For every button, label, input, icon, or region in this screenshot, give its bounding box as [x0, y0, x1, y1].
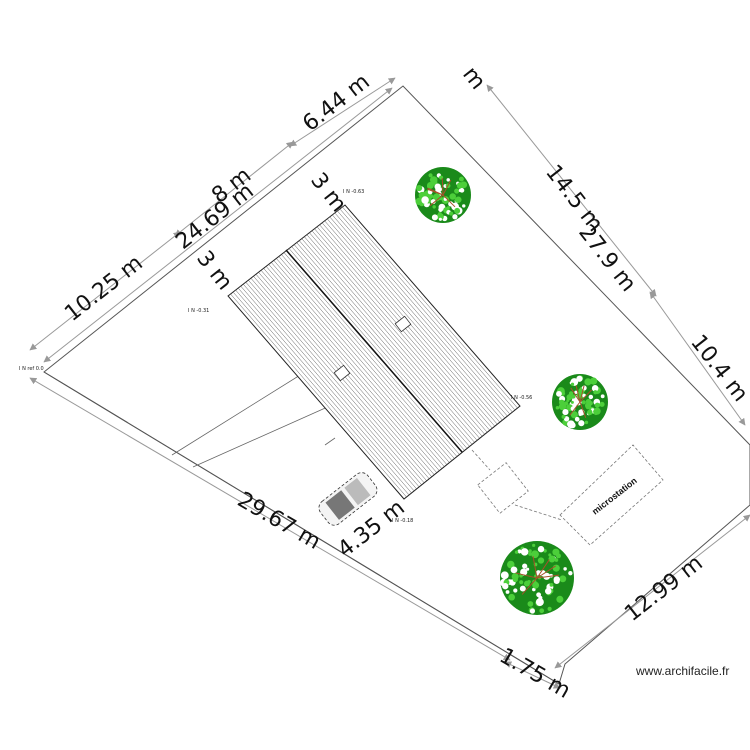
dim-bottom-right: 12.99 m [620, 551, 707, 627]
roof-hatch-line [237, 287, 415, 492]
dim-top-right: 6.44 m [298, 69, 374, 136]
roof-hatch-line [281, 254, 458, 457]
trees [415, 167, 608, 615]
roof-hatch-line [337, 210, 513, 413]
dim-right-lower: 10.4 m [685, 330, 750, 406]
roof-hatch-line [324, 220, 501, 423]
roof-hatch-line [299, 240, 475, 443]
roof-hatch-line [273, 260, 450, 463]
roof-hatch-line [248, 280, 425, 483]
roof-hatch-line [311, 230, 488, 433]
roof-hatch-line [235, 289, 412, 494]
level-ref: I N ref 0.0 [19, 366, 44, 372]
roof-hatch-line [304, 236, 480, 439]
tree-icon [499, 541, 574, 615]
roof-hatch-line [309, 232, 485, 435]
roof-hatch-line [263, 268, 440, 471]
dim-bottom-left: 29.67 m [233, 488, 325, 555]
roof-hatch-line [283, 252, 460, 455]
roof-hatch-line [342, 206, 518, 409]
roof-hatch-line [339, 208, 516, 411]
level-left: I N -0.31 [188, 308, 209, 314]
roof-hatch-line [232, 291, 410, 496]
roof-hatch-line [230, 293, 407, 498]
dim-right-mid: 27.9 m [573, 220, 640, 296]
dim-bottom-small: 1.75 m [495, 644, 575, 704]
level-right: I N -0.56 [511, 395, 532, 401]
roof-hatch-line [268, 264, 445, 467]
roof-hatch-line [306, 234, 483, 437]
roof-hatch-line [245, 281, 422, 486]
roof-hatch-line [288, 248, 465, 451]
roof-hatch-line [271, 262, 448, 465]
roof-hatch-line [265, 266, 443, 469]
level-bottom: I N -0.18 [392, 518, 413, 524]
car [318, 472, 378, 526]
credit-watermark: www.archifacile.fr [636, 664, 730, 678]
roof-hatch-line [278, 256, 455, 459]
roof-hatch-line [240, 285, 417, 490]
roof-hatch-line [291, 246, 468, 449]
tree-icon [415, 167, 471, 223]
dim-right-top-cut: m [457, 62, 490, 94]
roof-hatch-line [293, 244, 470, 447]
dimension-lines [29, 77, 750, 689]
roof-hatch-line [332, 214, 508, 417]
dim-house-side-2: 3 m [191, 246, 237, 295]
utility [471, 444, 664, 546]
roof-hatch-line [250, 278, 427, 481]
roof-hatch-line [301, 238, 478, 441]
house-roof [227, 204, 521, 500]
roof-hatch-line [243, 283, 420, 488]
level-top: I N -0.63 [343, 189, 364, 195]
roof-hatch-line [296, 242, 473, 445]
roof-hatch-line [329, 216, 506, 419]
roof-hatch-line [334, 212, 511, 415]
roof-hatch-line [327, 218, 503, 421]
microstation-label: microstation [590, 475, 639, 516]
tree-icon [552, 374, 608, 430]
roof-hatch-line [276, 258, 453, 461]
driveway [171, 371, 336, 468]
